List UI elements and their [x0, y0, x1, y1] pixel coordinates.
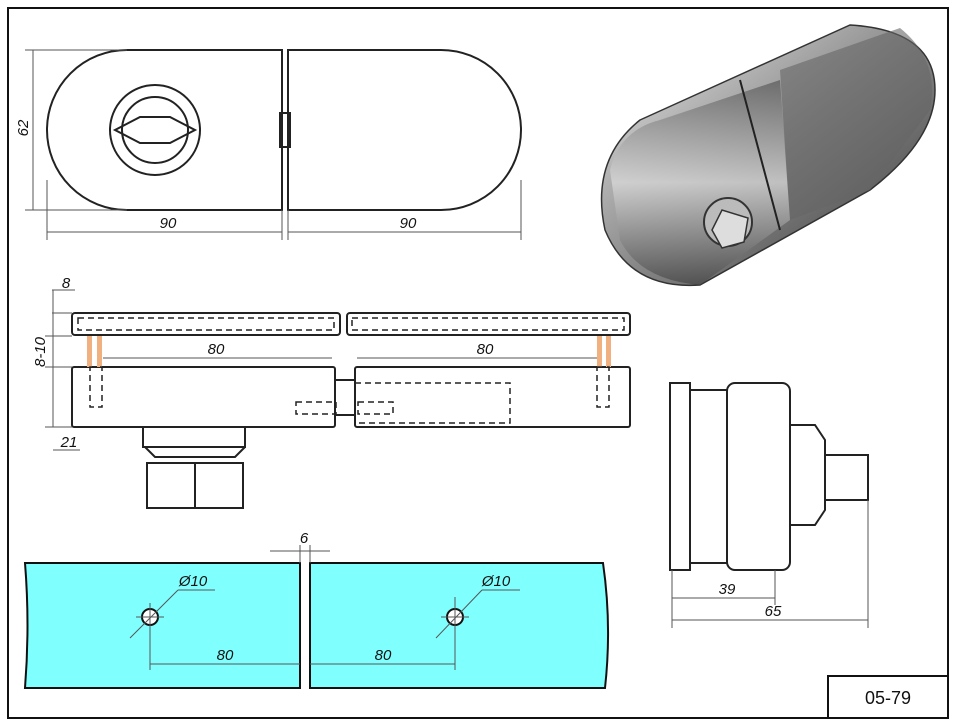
right-top-plate — [346, 312, 631, 336]
side-view: 8 8-10 21 80 80 — [32, 275, 631, 509]
right-hole-dim-label: 80 — [477, 341, 494, 358]
width-right-dim-label: 90 — [400, 215, 417, 232]
glass-layout: Ø10 Ø10 80 80 6 — [23, 530, 610, 689]
gap-dim-label: 8-10 — [32, 336, 49, 367]
inner-dim-label: 39 — [719, 581, 736, 598]
hinge — [279, 112, 291, 148]
height-dim-label: 62 — [15, 119, 32, 136]
left-body — [71, 366, 336, 428]
top-view: 62 90 90 — [15, 49, 522, 240]
product-3d-render — [600, 24, 936, 287]
right-body — [354, 366, 631, 428]
overall-dim-label: 65 — [765, 603, 782, 620]
top-dim-label: 8 — [62, 275, 71, 292]
right-hole-dia-label: Ø10 — [481, 573, 511, 590]
left-clamp-outline — [46, 49, 283, 211]
end-knob — [824, 454, 869, 501]
left-hole-dim-label: 80 — [208, 341, 225, 358]
glass-spacer — [87, 336, 92, 367]
left-hole-dia-label: Ø10 — [178, 573, 208, 590]
right-offset-label: 80 — [375, 647, 392, 664]
right-glass-panel — [309, 562, 610, 689]
left-glass-panel — [23, 562, 301, 689]
gap-dim-label: 6 — [300, 530, 309, 547]
knob-base — [142, 426, 246, 448]
end-view: 39 65 — [669, 382, 869, 628]
knob-inner — [121, 96, 189, 164]
knob-outer — [109, 84, 201, 176]
knob-left — [146, 462, 196, 509]
title-block — [827, 675, 949, 719]
width-left-dim-label: 90 — [160, 215, 177, 232]
drawing-code: 05-79 — [865, 688, 911, 708]
right-clamp-outline — [287, 49, 522, 211]
bottom-dim-label: 21 — [60, 434, 78, 451]
left-top-plate — [71, 312, 341, 336]
knob-right — [194, 462, 244, 509]
drawing-border — [7, 7, 949, 719]
left-offset-label: 80 — [217, 647, 234, 664]
knob-thumbturn-icon — [112, 116, 198, 144]
end-body — [726, 382, 791, 571]
